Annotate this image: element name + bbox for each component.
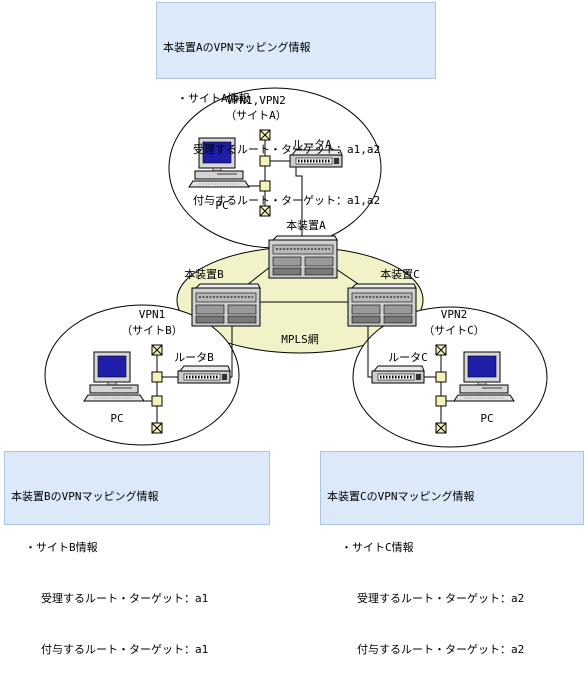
site-a-vpn-label: VPN1,VPN2 <box>226 94 286 107</box>
router-b-icon <box>176 364 232 385</box>
device-a-icon <box>268 235 338 279</box>
site-a-name-label: （サイトA） <box>225 109 287 122</box>
info-box-import-rt: 受理するルート・ターゲット：a2 <box>357 592 525 605</box>
site-b-name-label: （サイトB） <box>121 324 183 337</box>
info-box-export-rt: 付与するルート・ターゲット：a1 <box>41 643 209 656</box>
info-box-site: ・サイトA情報 <box>177 92 250 105</box>
router-b-label: ルータB <box>174 351 214 364</box>
device-b-icon <box>191 283 261 327</box>
info-box-title: 本装置AのVPNマッピング情報 <box>163 41 311 54</box>
pc-c-label: PC <box>480 412 493 425</box>
site-b-connectors <box>151 344 163 434</box>
pc-b-label: PC <box>110 412 123 425</box>
site-b-area <box>44 304 240 446</box>
mpls-network-label: MPLS網 <box>281 332 319 346</box>
network-diagram: VPN1,VPN2 （サイトA） ルータA PC 本装置A 本装置B VPN1 … <box>44 87 548 448</box>
site-b-vpn-label: VPN1 <box>139 308 166 321</box>
site-c-area <box>352 306 548 448</box>
info-box-title: 本装置BのVPNマッピング情報 <box>11 490 159 503</box>
device-b-label: 本装置B <box>184 267 224 281</box>
site-c-name-label: （サイトC） <box>423 324 485 337</box>
pc-a-label: PC <box>215 199 228 212</box>
info-box-title: 本装置CのVPNマッピング情報 <box>327 490 475 503</box>
info-box-import-rt: 受理するルート・ターゲット：a1 <box>41 592 209 605</box>
router-c-icon <box>370 364 426 385</box>
info-box-device-a: 本装置AのVPNマッピング情報 ・サイトA情報 受理するルート・ターゲット：a1… <box>156 2 436 207</box>
info-box-export-rt: 付与するルート・ターゲット：a2 <box>357 643 525 656</box>
info-box-import-rt: 受理するルート・ターゲット：a1,a2 <box>193 143 381 156</box>
site-a-connectors <box>259 129 271 217</box>
router-a-label: ルータA <box>292 138 332 151</box>
device-c-icon <box>347 283 417 327</box>
info-box-site: ・サイトB情報 <box>25 541 98 554</box>
router-c-label: ルータC <box>388 351 428 364</box>
site-c-connectors <box>435 344 447 434</box>
info-box-site: ・サイトC情報 <box>341 541 414 554</box>
site-c-vpn-label: VPN2 <box>441 308 468 321</box>
info-box-export-rt: 付与するルート・ターゲット：a1,a2 <box>193 194 381 207</box>
info-box-device-b: 本装置BのVPNマッピング情報 ・サイトB情報 受理するルート・ターゲット：a1… <box>4 451 270 656</box>
device-a-label: 本装置A <box>286 218 326 232</box>
info-box-device-c: 本装置CのVPNマッピング情報 ・サイトC情報 受理するルート・ターゲット：a2… <box>320 451 584 656</box>
device-c-label: 本装置C <box>380 267 420 281</box>
